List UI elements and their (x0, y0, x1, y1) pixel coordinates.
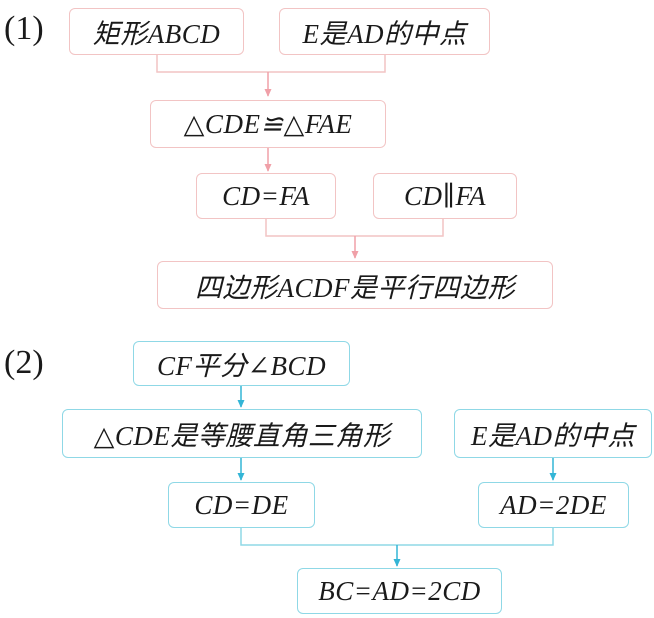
part1-cd-fa-box: CD=FA (196, 173, 336, 219)
part1-rectangle-box: 矩形ABCD (69, 8, 244, 55)
part2-conclusion-box: BC=AD=2CD (297, 568, 502, 614)
part1-merge-mid (265, 219, 444, 237)
part1-midpoint-box: E是AD的中点 (279, 8, 490, 55)
part2-bisect-box: CF平分∠BCD (133, 341, 350, 386)
part2-ad-de-box: AD=2DE (478, 482, 629, 528)
part1-parallel-box: CD∥FA (373, 173, 517, 219)
part2-midpoint-box: E是AD的中点 (454, 409, 652, 458)
part2-cd-de-box: CD=DE (168, 482, 315, 528)
part1-congruent-box: △CDE≌△FAE (150, 100, 386, 148)
part1-label: (1) (4, 10, 44, 47)
part2-label: (2) (4, 344, 44, 381)
part2-isosceles-box: △CDE是等腰直角三角形 (62, 409, 422, 458)
part1-connectors (156, 55, 444, 259)
part2-merge-bottom (240, 528, 554, 546)
part1-conclusion-box: 四边形ACDF是平行四边形 (157, 261, 553, 309)
part1-merge-top (156, 55, 386, 73)
part2-connectors (237, 386, 557, 567)
